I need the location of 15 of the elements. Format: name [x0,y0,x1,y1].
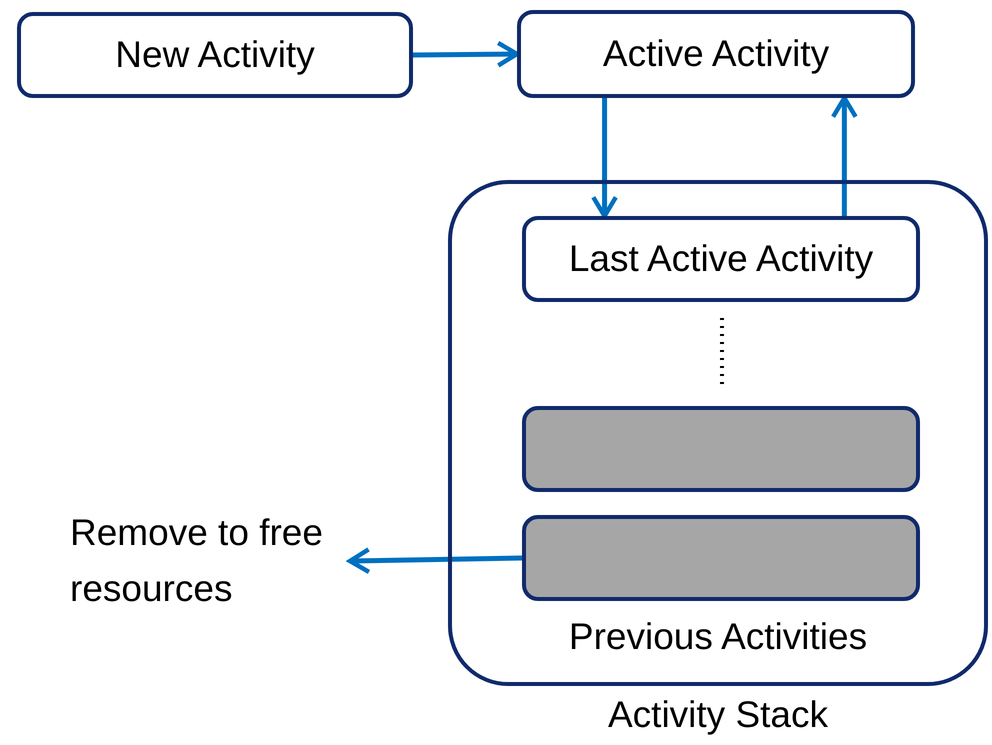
text-label: Remove to free resources [70,511,324,611]
stack-item-box [522,515,920,601]
arrow [830,96,858,216]
container-title: Activity Stack [607,694,829,736]
node-label: Last Active Activity [568,238,874,280]
process-box [517,10,915,98]
process-box [17,12,413,98]
process-box [522,216,920,302]
arrow [412,40,520,68]
arrow [348,547,522,574]
text-label: Previous Activities [568,616,868,658]
node-label: Active Activity [602,33,830,75]
stack-item-box [522,406,920,492]
node-label: New Activity [115,34,315,76]
arrow [591,98,618,218]
